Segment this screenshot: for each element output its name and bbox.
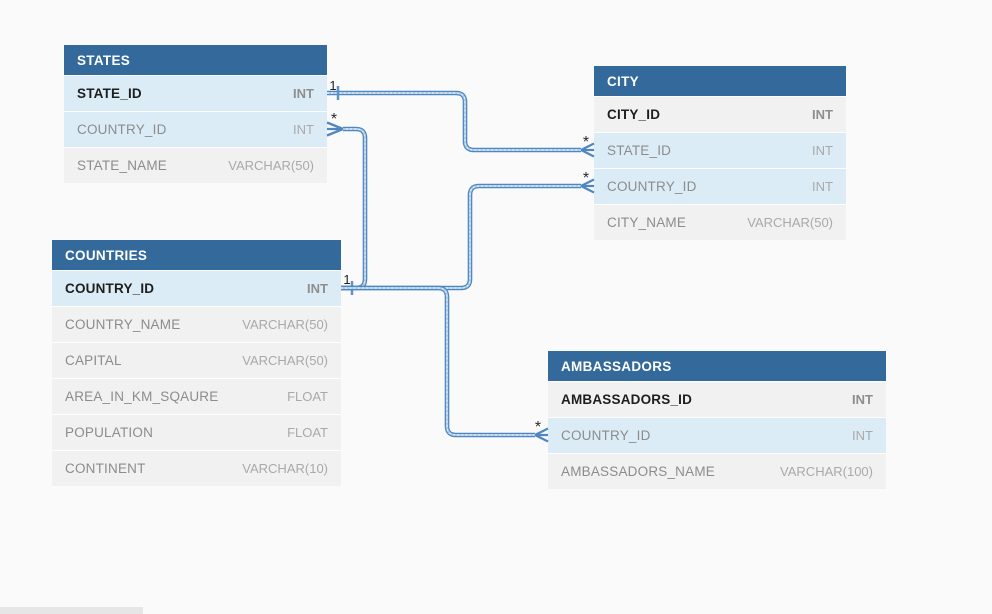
cardinality-label: 1 bbox=[343, 272, 350, 287]
table-row: CITY_NAME VARCHAR(50) bbox=[594, 204, 846, 240]
table-row: AMBASSADORS_NAME VARCHAR(100) bbox=[548, 453, 886, 489]
column-name: STATE_NAME bbox=[77, 158, 168, 173]
column-type: INT bbox=[852, 428, 873, 443]
column-name: CAPITAL bbox=[65, 353, 122, 368]
column-name: AMBASSADORS_NAME bbox=[561, 464, 715, 479]
column-name: AMBASSADORS_ID bbox=[561, 392, 693, 407]
column-type: INT bbox=[293, 122, 314, 137]
column-type: VARCHAR(50) bbox=[242, 317, 328, 332]
table-countries-title: COUNTRIES bbox=[52, 240, 341, 270]
relationship-countries-city-country-id: * bbox=[341, 170, 595, 291]
column-name: AREA_IN_KM_SQAURE bbox=[65, 389, 219, 404]
table-states[interactable]: STATES STATE_ID INT COUNTRY_ID INT STATE… bbox=[64, 45, 327, 183]
table-row: COUNTRY_ID INT bbox=[548, 417, 886, 453]
table-states-title: STATES bbox=[64, 45, 327, 75]
crow-foot-icon bbox=[580, 142, 595, 158]
table-city[interactable]: CITY CITY_ID INT STATE_ID INT COUNTRY_ID… bbox=[594, 66, 846, 240]
table-row: POPULATION FLOAT bbox=[52, 414, 341, 450]
column-type: INT bbox=[293, 86, 314, 101]
table-row: CAPITAL VARCHAR(50) bbox=[52, 342, 341, 378]
table-row: CITY_ID INT bbox=[594, 96, 846, 132]
crow-foot-icon bbox=[580, 178, 595, 194]
table-row: STATE_NAME VARCHAR(50) bbox=[64, 147, 327, 183]
table-row: AMBASSADORS_ID INT bbox=[548, 381, 886, 417]
column-name: CITY_ID bbox=[607, 107, 661, 122]
column-name: COUNTRY_ID bbox=[561, 428, 651, 443]
column-name: STATE_ID bbox=[77, 86, 142, 101]
relationship-states-city-state-id: 1 * bbox=[327, 78, 595, 158]
cardinality-label: * bbox=[583, 170, 589, 187]
table-row: COUNTRY_NAME VARCHAR(50) bbox=[52, 306, 341, 342]
column-type: VARCHAR(50) bbox=[228, 158, 314, 173]
relationship-countries-ambassadors-country-id: * bbox=[341, 285, 549, 443]
table-countries[interactable]: COUNTRIES COUNTRY_ID INT COUNTRY_NAME VA… bbox=[52, 240, 341, 486]
column-name: POPULATION bbox=[65, 425, 154, 440]
crow-foot-icon bbox=[534, 427, 549, 443]
column-name: COUNTRY_ID bbox=[607, 179, 697, 194]
crow-foot-icon bbox=[326, 121, 344, 137]
table-row: AREA_IN_KM_SQAURE FLOAT bbox=[52, 378, 341, 414]
column-type: FLOAT bbox=[287, 389, 328, 404]
table-ambassadors[interactable]: AMBASSADORS AMBASSADORS_ID INT COUNTRY_I… bbox=[548, 351, 886, 489]
horizontal-scrollbar-thumb[interactable] bbox=[0, 607, 143, 614]
column-type: INT bbox=[852, 392, 873, 407]
table-row: STATE_ID INT bbox=[64, 75, 327, 111]
table-ambassadors-title: AMBASSADORS bbox=[548, 351, 886, 381]
column-type: VARCHAR(100) bbox=[780, 464, 873, 479]
cardinality-label: 1 bbox=[329, 78, 336, 93]
table-city-title: CITY bbox=[594, 66, 846, 96]
cardinality-label: * bbox=[331, 111, 337, 128]
column-name: CONTINENT bbox=[65, 461, 146, 476]
column-name: COUNTRY_NAME bbox=[65, 317, 181, 332]
column-name: COUNTRY_ID bbox=[65, 281, 155, 296]
column-type: INT bbox=[812, 143, 833, 158]
table-row: STATE_ID INT bbox=[594, 132, 846, 168]
column-name: CITY_NAME bbox=[607, 215, 687, 230]
table-row: COUNTRY_ID INT bbox=[64, 111, 327, 147]
column-type: FLOAT bbox=[287, 425, 328, 440]
table-row: CONTINENT VARCHAR(10) bbox=[52, 450, 341, 486]
column-type: INT bbox=[307, 281, 328, 296]
table-row: COUNTRY_ID INT bbox=[594, 168, 846, 204]
column-type: VARCHAR(50) bbox=[747, 215, 833, 230]
column-type: VARCHAR(10) bbox=[242, 461, 328, 476]
cardinality-label: * bbox=[535, 419, 541, 436]
column-type: INT bbox=[812, 179, 833, 194]
cardinality-label: * bbox=[583, 134, 589, 151]
table-row: COUNTRY_ID INT bbox=[52, 270, 341, 306]
column-name: COUNTRY_ID bbox=[77, 122, 167, 137]
column-name: STATE_ID bbox=[607, 143, 672, 158]
column-type: INT bbox=[812, 107, 833, 122]
column-type: VARCHAR(50) bbox=[242, 353, 328, 368]
